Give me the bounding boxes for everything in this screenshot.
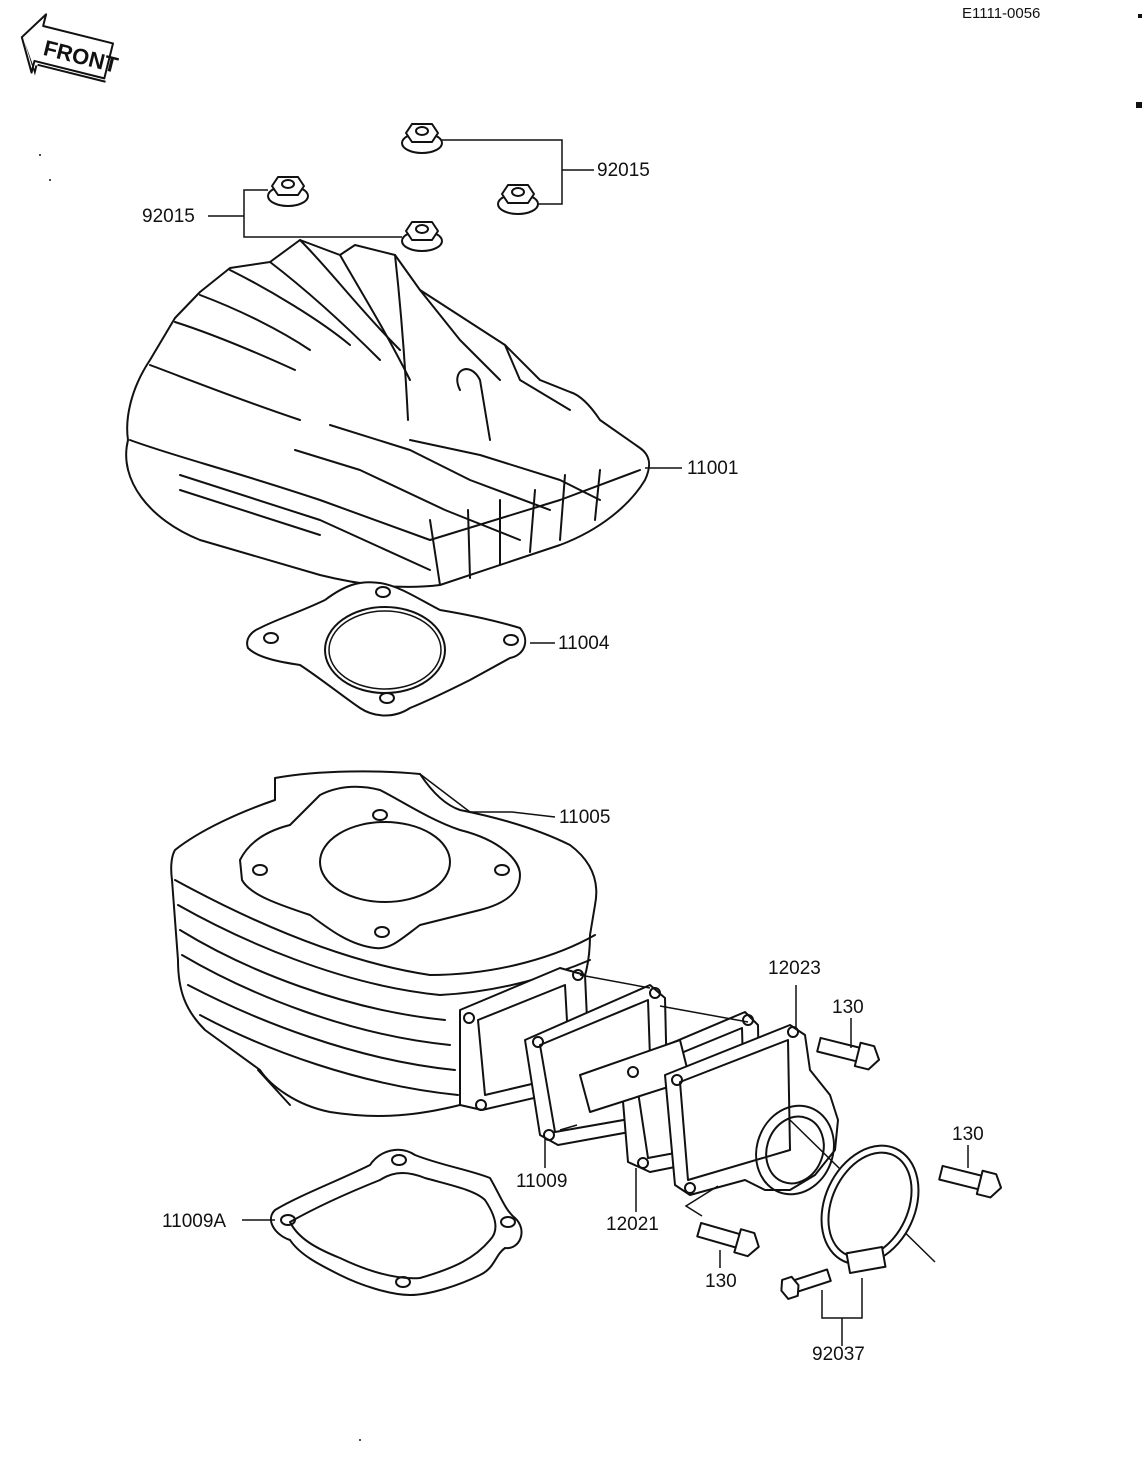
cylinder xyxy=(170,770,598,1117)
label-92037: 92037 xyxy=(812,1344,865,1365)
front-arrow-icon: FRONT xyxy=(20,13,121,83)
base-gasket xyxy=(270,1148,523,1296)
flange-nut xyxy=(497,184,539,215)
speck xyxy=(49,179,51,181)
bolt xyxy=(816,1036,881,1071)
label-130-upper: 130 xyxy=(832,997,864,1018)
label-11009: 11009 xyxy=(516,1171,568,1192)
label-11004: 11004 xyxy=(558,633,610,654)
leader-line xyxy=(821,1278,863,1319)
hose-clamp xyxy=(820,1144,920,1274)
flange-nut xyxy=(401,221,443,252)
label-11001: 11001 xyxy=(687,458,739,479)
head-gasket xyxy=(246,581,527,717)
bolt xyxy=(938,1164,1003,1199)
speck xyxy=(359,1439,361,1441)
bolt xyxy=(696,1222,760,1258)
leader-line xyxy=(659,1005,749,1023)
inlet-pipe xyxy=(664,1024,839,1196)
label-130-lower: 130 xyxy=(705,1271,737,1292)
flange-nut xyxy=(401,123,443,154)
label-11009a: 11009A xyxy=(162,1211,227,1232)
leader-line xyxy=(243,189,402,238)
leader-line xyxy=(579,974,651,989)
leader-line xyxy=(419,773,556,818)
leader-line xyxy=(559,1124,578,1131)
label-130-right: 130 xyxy=(952,1124,984,1145)
speck xyxy=(39,154,41,156)
label-92015-left: 92015 xyxy=(142,206,195,227)
label-11005: 11005 xyxy=(559,807,611,828)
margin-mark xyxy=(1138,14,1142,18)
leader-line xyxy=(442,139,563,205)
leader-line xyxy=(684,1185,719,1217)
label-12021: 12021 xyxy=(606,1214,659,1235)
margin-mark xyxy=(1136,102,1142,108)
flange-nut xyxy=(267,176,309,207)
label-92015-right: 92015 xyxy=(597,160,650,181)
label-12023: 12023 xyxy=(768,958,821,979)
bolt xyxy=(780,1268,832,1300)
diagram-code: E1111-0056 xyxy=(962,5,1041,22)
cylinder-head xyxy=(125,239,651,588)
